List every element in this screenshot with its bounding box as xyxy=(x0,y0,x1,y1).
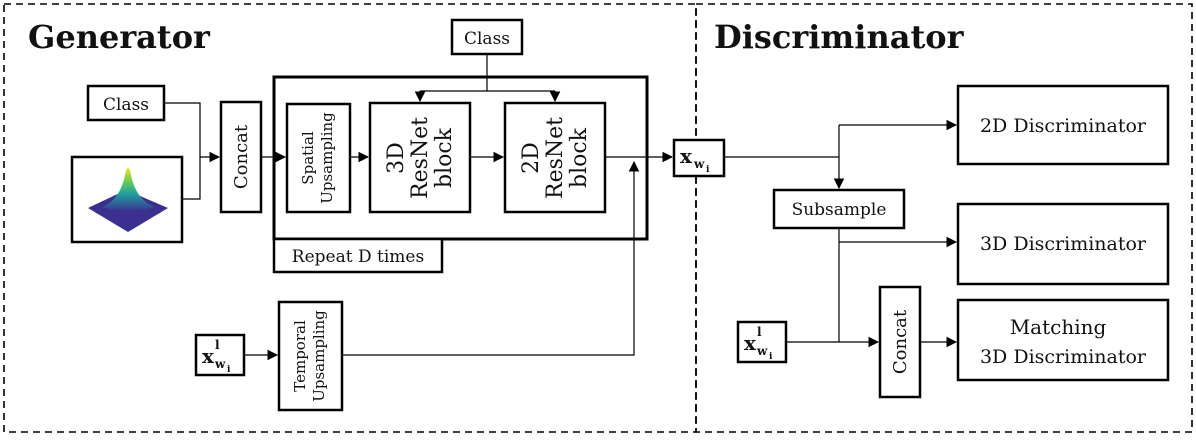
svg-text:i: i xyxy=(706,165,710,175)
svg-text:Upsampling: Upsampling xyxy=(310,310,328,402)
class-left-label: Class xyxy=(103,95,149,115)
svg-text:i: i xyxy=(227,365,231,375)
x-output-symbol: x w i xyxy=(680,144,710,175)
svg-text:block: block xyxy=(567,127,592,188)
temporal-upsampling-label: Temporal Upsampling xyxy=(291,310,328,402)
svg-text:x: x xyxy=(680,144,693,168)
concat-disc-box xyxy=(878,285,922,399)
x-low-gen-box xyxy=(194,333,246,377)
svg-text:3D: 3D xyxy=(384,142,409,174)
concat-gen-label: Concat xyxy=(231,124,252,189)
repeat-label-box xyxy=(272,237,444,274)
svg-text:x: x xyxy=(202,344,215,368)
svg-text:x: x xyxy=(744,331,757,355)
matching-disc-label-1: Matching xyxy=(1010,315,1107,339)
discriminator-section-border xyxy=(695,3,1193,433)
disc-2d-label: 2D Discriminator xyxy=(980,115,1147,137)
x-low-disc-symbol: x l w i xyxy=(744,325,773,362)
concat-gen-box xyxy=(219,100,263,214)
disc-3d-label: 3D Discriminator xyxy=(980,233,1147,255)
svg-text:ResNet: ResNet xyxy=(543,117,568,199)
svg-text:block: block xyxy=(432,127,457,188)
class-left-box xyxy=(86,84,166,122)
generator-connectors xyxy=(164,54,674,361)
subsample-label: Subsample xyxy=(792,200,887,220)
matching-disc-box xyxy=(956,298,1170,382)
temporal-upsampling-box xyxy=(277,300,344,412)
svg-text:l: l xyxy=(757,325,762,339)
svg-text:Spatial: Spatial xyxy=(299,131,317,185)
generator-title: Generator xyxy=(28,18,211,56)
disc-2d-box xyxy=(956,84,1170,166)
discriminator-title: Discriminator xyxy=(714,18,965,56)
gaussian-surface-image xyxy=(88,167,168,232)
spatial-upsampling-label: Spatial Upsampling xyxy=(299,112,336,204)
x-low-gen-symbol: x l w i xyxy=(202,338,231,375)
class-top-label: Class xyxy=(464,29,510,49)
resnet-2d-label: 2D ResNet block xyxy=(519,117,592,199)
spatial-upsampling-box xyxy=(285,102,352,214)
resnet-3d-box xyxy=(368,101,472,214)
subsample-box xyxy=(772,188,906,230)
repeat-label: Repeat D times xyxy=(292,247,424,267)
discriminator-connectors xyxy=(724,119,958,348)
svg-text:w: w xyxy=(693,157,705,171)
x-output-box xyxy=(672,138,726,178)
svg-text:i: i xyxy=(769,352,773,362)
svg-text:ResNet: ResNet xyxy=(408,117,433,199)
svg-text:w: w xyxy=(756,344,768,358)
svg-text:Upsampling: Upsampling xyxy=(318,112,336,204)
matching-disc-label-2: 3D Discriminator xyxy=(980,346,1147,368)
svg-text:Temporal: Temporal xyxy=(291,320,309,392)
svg-text:l: l xyxy=(215,338,220,352)
resnet-3d-label: 3D ResNet block xyxy=(384,117,457,199)
svg-text:w: w xyxy=(214,357,226,371)
svg-text:2D: 2D xyxy=(519,142,544,174)
concat-disc-label: Concat xyxy=(890,309,911,374)
disc-3d-box xyxy=(956,202,1170,286)
